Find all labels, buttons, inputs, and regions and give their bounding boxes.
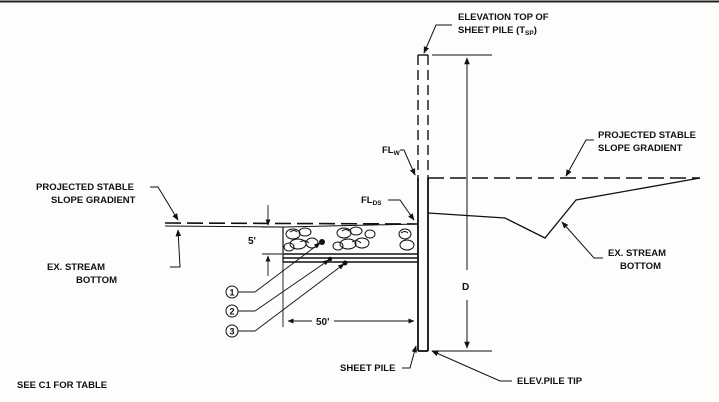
- elevation-top-label-line2: SHEET PILE (TSP): [458, 25, 537, 37]
- fl-w-label: FLW: [382, 145, 401, 157]
- see-table-note: SEE C1 FOR TABLE: [17, 380, 107, 391]
- riprap-length-dimension: [282, 262, 415, 327]
- riprap-thickness-label: 5': [248, 236, 256, 247]
- elevation-top-label-line1: ELEVATION TOP OF: [458, 12, 549, 23]
- fl-ds-label: FLDS: [361, 195, 382, 207]
- callout-2-number: 2: [230, 307, 235, 317]
- callout-2: [225, 259, 330, 318]
- ex-stream-right-leader: [561, 221, 603, 259]
- fl-ds-leader: [388, 199, 415, 221]
- existing-stream-bottom-left: [164, 223, 419, 228]
- depth-dimension: [432, 54, 492, 352]
- elev-pile-tip-leader: [431, 350, 512, 382]
- projected-left-label-line2: SLOPE GRADIENT: [51, 195, 136, 206]
- projected-left-leader: [150, 186, 179, 221]
- elevation-top-leader: [423, 24, 452, 54]
- ex-stream-left-label-line1: EX. STREAM: [47, 262, 105, 273]
- ex-stream-left-label-line2: BOTTOM: [76, 275, 117, 286]
- stone-marker-1: [319, 239, 325, 245]
- riprap-blanket: [282, 226, 418, 266]
- riprap-length-label: 50': [316, 317, 330, 328]
- callout-3-number: 3: [230, 327, 235, 337]
- sheet-pile: [417, 178, 429, 352]
- riprap-thickness-dimension: [262, 205, 282, 276]
- fl-w-leader: [400, 149, 416, 176]
- projected-slope-left: [164, 222, 419, 225]
- callout-1-number: 1: [230, 288, 235, 298]
- ex-stream-right-label-line1: EX. STREAM: [608, 248, 666, 259]
- ex-stream-left-leader: [170, 229, 182, 268]
- callout-1: [225, 242, 321, 299]
- depth-label: D: [462, 282, 469, 293]
- sheet-pile-label: SHEET PILE: [340, 363, 395, 374]
- projected-right-leader: [565, 139, 594, 177]
- elev-pile-tip-label: ELEV.PILE TIP: [517, 376, 583, 387]
- sheet-pile-top-extension: [417, 54, 429, 180]
- projected-right-label-line1: PROJECTED STABLE: [598, 130, 696, 141]
- ex-stream-right-label-line2: BOTTOM: [620, 261, 661, 272]
- projected-right-label-line2: SLOPE GRADIENT: [598, 143, 683, 154]
- projected-left-label-line1: PROJECTED STABLE: [36, 182, 134, 193]
- sheet-pile-leader: [402, 345, 418, 369]
- callout-3: [225, 263, 345, 338]
- existing-stream-bottom-right: [427, 177, 701, 239]
